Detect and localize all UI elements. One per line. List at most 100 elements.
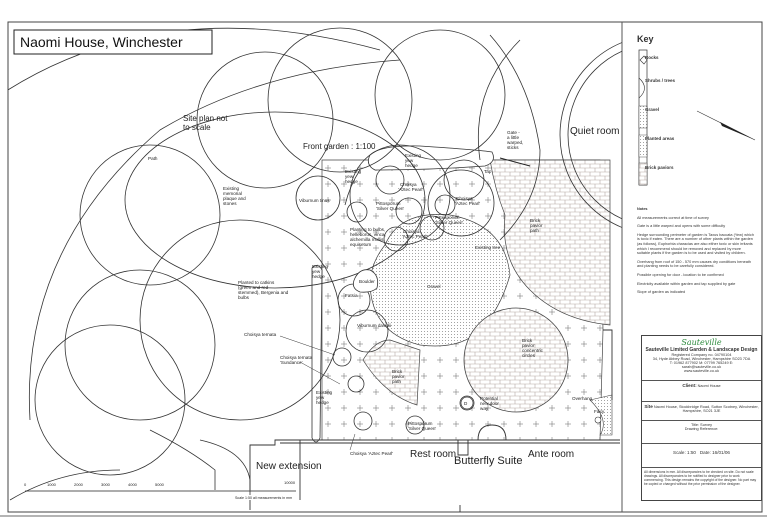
label: Brick (522, 338, 533, 343)
label: Pittosporum (408, 421, 433, 426)
label: path (392, 379, 401, 384)
label: 'Sundance' (280, 360, 303, 365)
label: stones (223, 201, 237, 206)
drawing-date: Date: 16/01/06 (699, 450, 730, 455)
label: memorial (223, 191, 242, 196)
label: stemmed), Bergenia and (238, 290, 289, 295)
label: 'Silver Queen' (435, 220, 463, 225)
drawing-scale: Scale: 1:50 (673, 450, 696, 455)
label: Pittosporum (376, 201, 401, 206)
client-value: Naomi House (697, 384, 721, 388)
label: Choisya (403, 229, 420, 234)
shrub-circles (8, 27, 541, 501)
label: hedge (312, 274, 325, 279)
label: 'Silver Queen' (408, 426, 436, 431)
company-logo: Sauteville (681, 338, 722, 347)
label: warped, (507, 140, 523, 145)
company-phone: T: 01962 877902 M: 07799 765249 E: (669, 361, 734, 365)
label: Viburnum tinus (299, 198, 330, 203)
key-title: Key (637, 34, 654, 44)
site-label: Site (644, 404, 653, 409)
label: a little (507, 135, 519, 140)
label: Existing tree (475, 245, 501, 250)
label: Potential (480, 396, 498, 401)
label: alchemilla mollis, (350, 237, 385, 242)
ante-room-label: Ante room (528, 449, 574, 460)
label: Existing (312, 264, 329, 269)
scale-tick: 0 (24, 482, 27, 487)
rest-room-label: Rest room (410, 449, 456, 460)
label: Gate - (507, 130, 520, 135)
disclaimer: All dimensions in mm. All discrepancies … (644, 470, 757, 486)
label: hedge (405, 163, 418, 168)
label: Choisya ternata (280, 355, 313, 360)
company-web: www.sauteville.co.uk (683, 369, 720, 373)
scale-tick: 2000 (74, 482, 84, 487)
drawing-border (7, 21, 763, 513)
key-item-shrubs: Shrubs / trees (645, 78, 676, 83)
front-garden-label: Front garden : 1:100 (303, 142, 376, 151)
planted-swatch (638, 134, 648, 158)
note: All measurements correct at time of surv… (637, 215, 709, 220)
label: Planting to bulbs, (350, 227, 385, 232)
label: 'Aztec Pearl' (398, 187, 423, 192)
label: circles (522, 353, 536, 358)
d-marker (460, 396, 474, 410)
label: bulbs (238, 295, 250, 300)
building-walls (249, 329, 620, 512)
label: Planted to catkins (238, 280, 275, 285)
label: hedge (345, 179, 358, 184)
label: new door (480, 401, 499, 406)
label: Boulder (359, 279, 375, 284)
drawing-reference: Drawing Reference: (684, 427, 719, 431)
label: Choisya ternata (244, 332, 277, 337)
client-label: Client: (682, 383, 697, 388)
label: Gravel (427, 284, 441, 289)
label: sticks (507, 145, 519, 150)
label: pavior (392, 374, 405, 379)
label: yew (405, 158, 414, 163)
company-registered: Registered Company no. 04790104 (671, 353, 732, 357)
gravel-swatch (638, 105, 648, 129)
label: hedge (316, 400, 329, 405)
new-extension-label: New extension (256, 461, 322, 472)
brick-pavior-path (489, 159, 611, 326)
label: 'Aztec Pearl' (402, 234, 427, 239)
note: Hedge surrounding perimeter of garden is… (637, 232, 754, 256)
label: Choisya 'Aztec Pearl' (350, 451, 393, 456)
scale-tick: 1000 (47, 482, 57, 487)
brick-pavior-path-left (362, 339, 421, 406)
note: Possible opening for door - location to … (637, 272, 724, 277)
gate (499, 157, 531, 167)
site-plan-label: Site plan not (183, 114, 228, 123)
brick-swatch (638, 162, 648, 186)
label: 'Silver Queen' (376, 206, 404, 211)
boulder (352, 269, 379, 293)
label: Existing (223, 186, 240, 191)
label: Viburnum davidii (357, 323, 391, 328)
key-item-planted: Planted areas (645, 136, 675, 141)
company-name: Sauteville Limited Garden & Landscape De… (645, 347, 758, 353)
notes-heading: Notes (637, 207, 648, 211)
label: Existing (316, 390, 333, 395)
label: yew (312, 269, 321, 274)
company-address: 34, Hyde Abbey Road, Winchester, Hampshi… (652, 357, 751, 361)
scale-tick: 10000 (284, 480, 296, 485)
label: Brick (530, 218, 541, 223)
label: Choisya (400, 182, 417, 187)
plan-title: Naomi House, Winchester (20, 34, 183, 50)
label: equisetum (350, 242, 371, 247)
key-swatches (638, 49, 756, 186)
label: pavior (530, 223, 543, 228)
label: Overhang (572, 396, 593, 401)
key-item-brick: Brick paviors (645, 165, 674, 170)
yew-hedge-top (367, 145, 494, 171)
label: helleborus, vinca, (350, 232, 386, 237)
label: 'Aztec Pearl' (455, 201, 480, 206)
label: path (530, 228, 539, 233)
path-label: Path (148, 156, 158, 161)
quiet-room-label: Quiet room (570, 126, 619, 137)
note: Electricity available within garden and … (637, 281, 736, 286)
scale-tick: 5000 (155, 482, 165, 487)
